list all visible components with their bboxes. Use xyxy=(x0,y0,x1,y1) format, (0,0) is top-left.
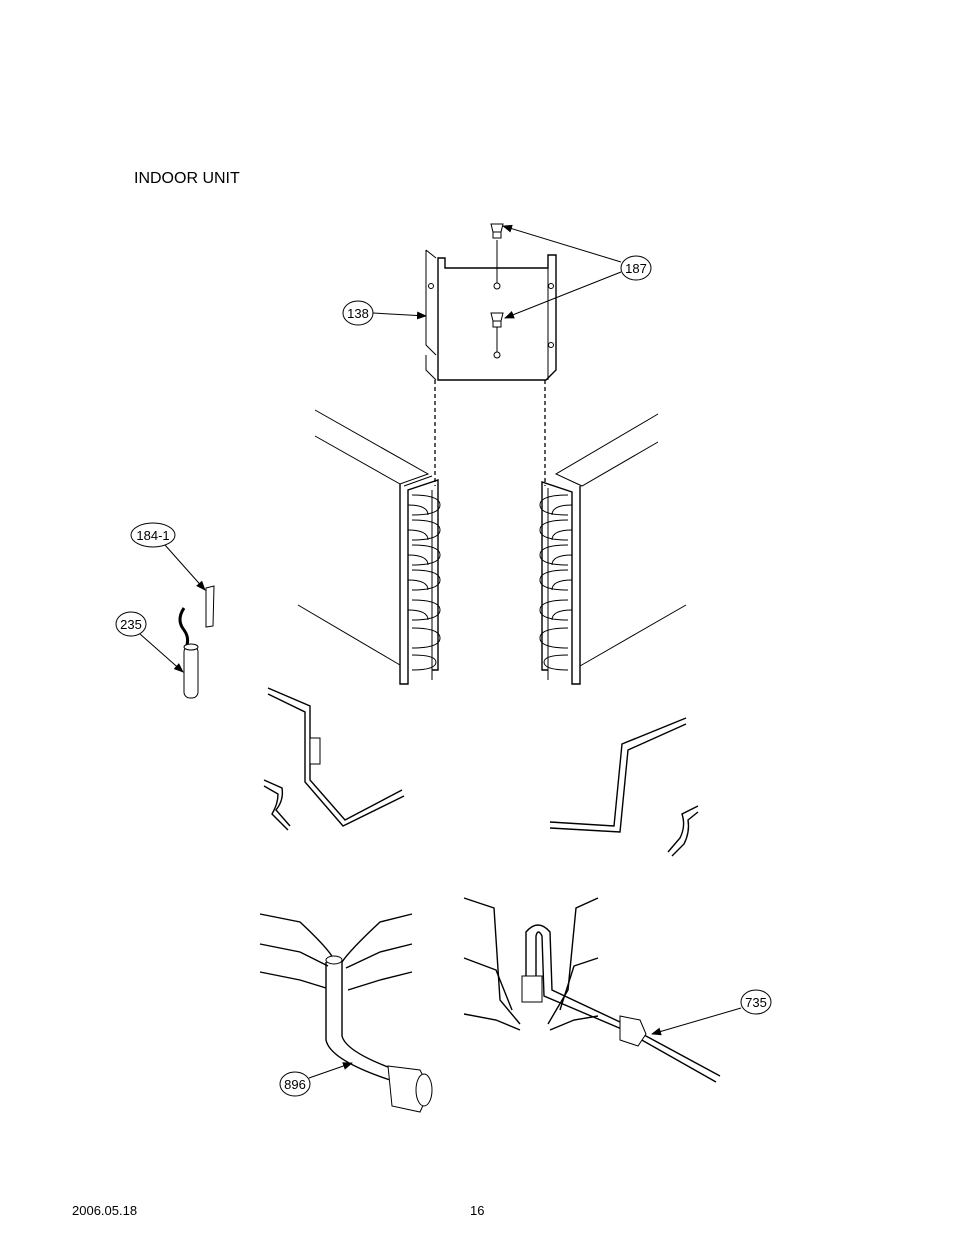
callout-184-1: 184-1 xyxy=(131,523,205,590)
clip-part-upper xyxy=(491,224,503,238)
tape-part xyxy=(206,586,214,627)
callout-735: 735 xyxy=(652,990,771,1034)
callout-138-label: 138 xyxy=(347,306,369,321)
callout-896: 896 xyxy=(280,1063,352,1096)
callout-235-label: 235 xyxy=(120,617,142,632)
coil-right xyxy=(540,414,686,684)
page-number: 16 xyxy=(470,1203,484,1218)
coil-left xyxy=(298,410,440,684)
footer-date: 2006.05.18 xyxy=(72,1203,137,1218)
callout-896-label: 896 xyxy=(284,1077,306,1092)
pipe-assembly-left xyxy=(264,688,404,830)
callout-138: 138 xyxy=(343,301,426,325)
callout-735-label: 735 xyxy=(745,995,767,1010)
callout-184-1-label: 184-1 xyxy=(136,528,169,543)
pipe-assembly-right xyxy=(550,718,698,856)
mounting-bracket-plate xyxy=(426,240,556,380)
sensor-part xyxy=(180,608,198,698)
clip-part-lower xyxy=(491,313,503,327)
callout-235: 235 xyxy=(116,612,183,672)
callout-187-label: 187 xyxy=(625,261,647,276)
distributor-part-735 xyxy=(464,898,720,1082)
callout-187: 187 xyxy=(503,226,651,318)
